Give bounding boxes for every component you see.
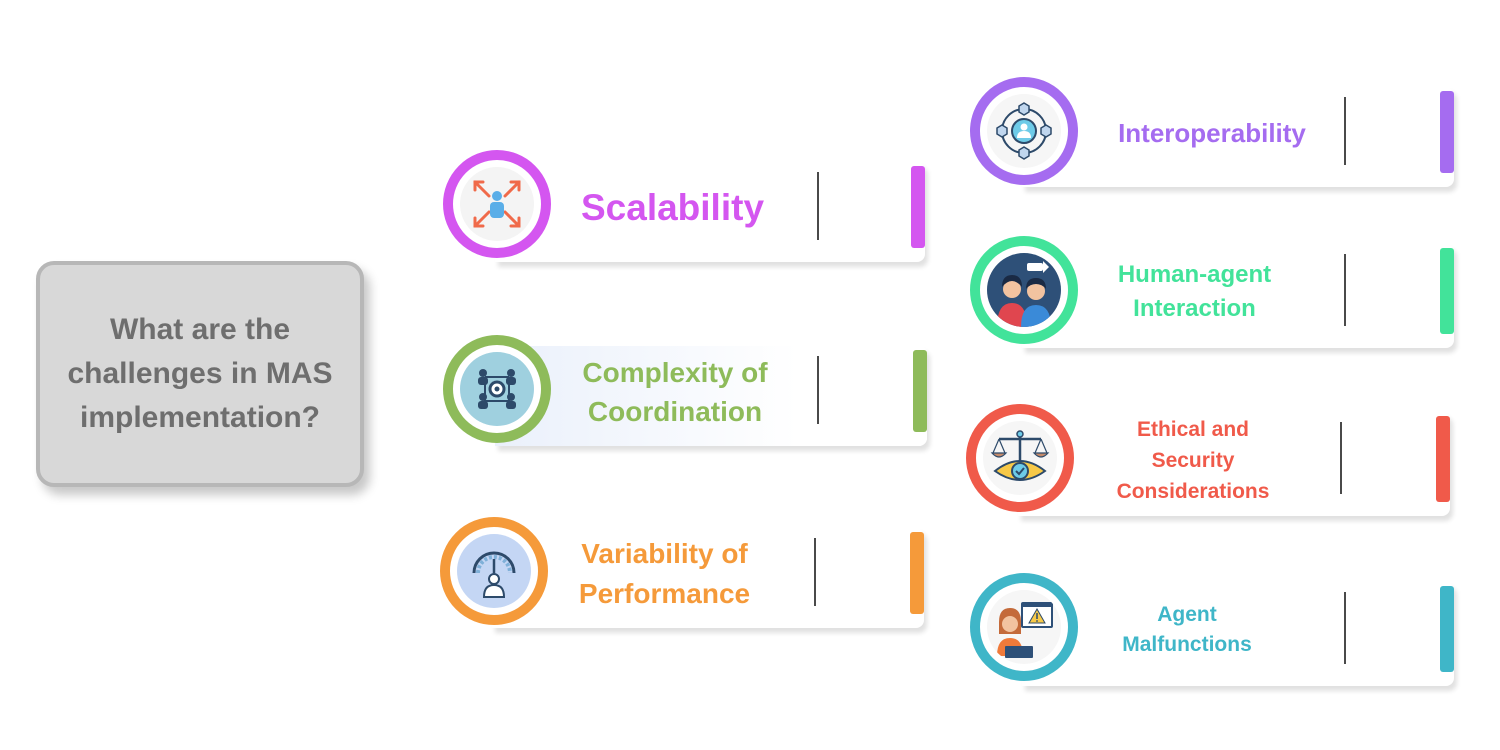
challenge-card-agent-malfunctions: Agent Malfunctions — [1022, 582, 1454, 686]
challenge-label: Ethical and Security Considerations — [1116, 417, 1270, 503]
warning-screen-person-icon — [987, 590, 1061, 664]
card-divider — [1344, 97, 1346, 165]
card-divider — [1344, 592, 1346, 664]
card-accent-tab — [911, 166, 925, 248]
expand-arrows-icon — [460, 167, 534, 241]
card-accent-tab — [1440, 91, 1454, 173]
challenge-card-interoperability: Interoperability — [1022, 87, 1454, 187]
challenge-circle — [443, 335, 551, 443]
card-accent-tab — [1436, 416, 1450, 502]
challenge-card-performance: Variability of Performance — [492, 528, 924, 628]
scales-eye-icon — [983, 421, 1057, 495]
question-box: What are the challenges in MAS implement… — [36, 261, 364, 487]
challenge-label: Scalability — [580, 187, 765, 228]
challenge-label: Interoperability — [1118, 118, 1306, 148]
challenge-card-coordination: Complexity of Coordination — [495, 346, 927, 446]
challenge-circle — [970, 77, 1078, 185]
two-people-icon — [987, 253, 1061, 327]
card-divider — [1344, 254, 1346, 326]
card-accent-tab — [1440, 586, 1454, 672]
challenge-circle — [440, 517, 548, 625]
challenge-circle — [966, 404, 1074, 512]
network-gear-icon — [460, 352, 534, 426]
challenge-label: Variability of Performance — [578, 538, 751, 609]
card-divider — [817, 172, 819, 240]
connected-nodes-icon — [987, 94, 1061, 168]
card-accent-tab — [910, 532, 924, 614]
card-accent-tab — [913, 350, 927, 432]
card-divider — [817, 356, 819, 424]
challenge-card-human-agent: Human-agent Interaction — [1022, 244, 1454, 348]
question-text: What are the challenges in MAS implement… — [67, 313, 333, 434]
challenge-label: Human-agent Interaction — [1117, 261, 1272, 322]
challenge-circle — [443, 150, 551, 258]
gauge-person-icon — [457, 534, 531, 608]
card-divider — [814, 538, 816, 606]
card-accent-tab — [1440, 248, 1454, 334]
card-divider — [1340, 422, 1342, 494]
challenge-card-ethical-security: Ethical and Security Considerations — [1018, 412, 1450, 516]
challenge-label: Complexity of Coordination — [582, 357, 768, 427]
challenge-card-scalability: Scalability — [495, 162, 925, 262]
challenge-circle — [970, 236, 1078, 344]
challenge-label: Agent Malfunctions — [1122, 603, 1252, 656]
challenge-circle — [970, 573, 1078, 681]
